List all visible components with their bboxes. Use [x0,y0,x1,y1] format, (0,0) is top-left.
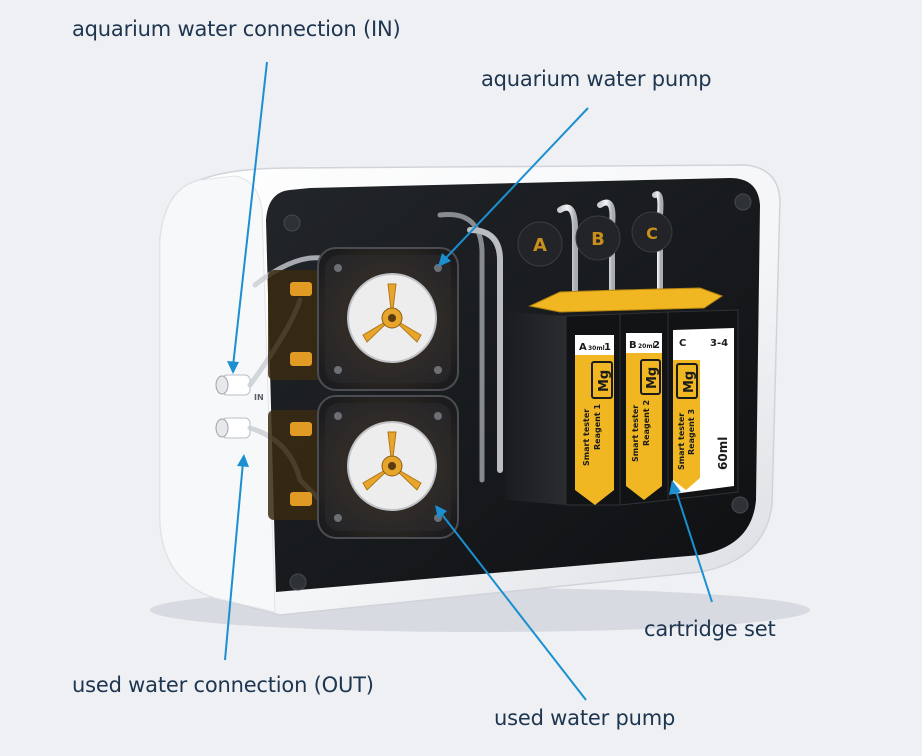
label-cartridge-set: cartridge set [644,617,776,641]
pointer-water-pump [443,107,589,261]
cartridge-b-volume: 20ml [638,343,655,350]
pointer-in-arrow [227,361,239,374]
pointer-used-pump [439,511,587,701]
used-water-pump [268,395,459,539]
cap-a [517,221,563,267]
pointer-cartridge-arrow [669,480,681,495]
cap-letter-c: C [646,224,658,243]
cartridge-b-reagent: Reagent 2 [642,400,651,446]
screw-top-left [283,214,301,232]
cartridge-a-reagent: Reagent 1 [593,404,602,450]
connection-ports: IN [215,374,264,439]
cartridge-c-volume: 60ml [716,437,730,470]
cartridge-a-number: 1 [604,342,611,353]
cartridge-c-brand: Smart tester [677,413,686,470]
cartridge-set: A 30ml 1 Mg Smart tester Reagent 1 B 20m… [506,309,739,506]
screw-bottom-right [731,496,749,514]
cartridge-b-letter: B [629,340,637,351]
pointer-used-pump-arrow [435,505,447,519]
pointer-water-pump-arrow [438,253,451,267]
cartridge-lid [528,287,724,313]
reagent-caps: A B C [517,211,673,267]
cap-letter-b: B [591,229,605,250]
cartridge-a: A 30ml 1 Mg Smart tester Reagent 1 [506,312,621,506]
cartridge-c-reagent: Reagent 3 [687,409,696,455]
pointer-lines [224,61,713,701]
label-used-pump: used water pump [494,706,676,730]
screw-top-right [734,193,752,211]
cartridge-b-brand: Smart tester [631,405,640,462]
pointer-out-arrow [237,454,249,467]
pointer-cartridge [674,487,713,603]
cartridge-b-number: 2 [653,340,660,351]
label-water-out: used water connection (OUT) [72,673,374,697]
cartridge-a-volume: 30ml [588,345,605,352]
port-label: IN [254,393,264,402]
cartridge-a-brand: Smart tester [582,409,591,466]
cap-letter-a: A [533,235,547,256]
label-water-in: aquarium water connection (IN) [72,17,401,41]
label-water-pump: aquarium water pump [481,67,712,91]
cartridge-b-element: Mg [645,367,660,389]
cartridge-c-element: Mg [682,371,697,393]
cartridge-a-element: Mg [597,370,612,392]
cartridge-a-letter: A [579,342,587,353]
aquarium-water-pump [268,247,459,391]
screw-bottom-left [289,573,307,591]
cap-c [631,211,673,253]
cap-b [575,215,621,261]
housing-side [159,175,276,613]
cartridge-c-letter: C [679,338,686,349]
cartridge-b: B 20ml 2 Mg Smart tester Reagent 2 [619,311,669,506]
cartridge-c-number: 3-4 [710,338,728,349]
pointer-out [224,461,244,661]
pointer-in [232,61,268,367]
cartridge-c: C 3-4 Mg Smart tester Reagent 3 60ml [667,309,739,501]
